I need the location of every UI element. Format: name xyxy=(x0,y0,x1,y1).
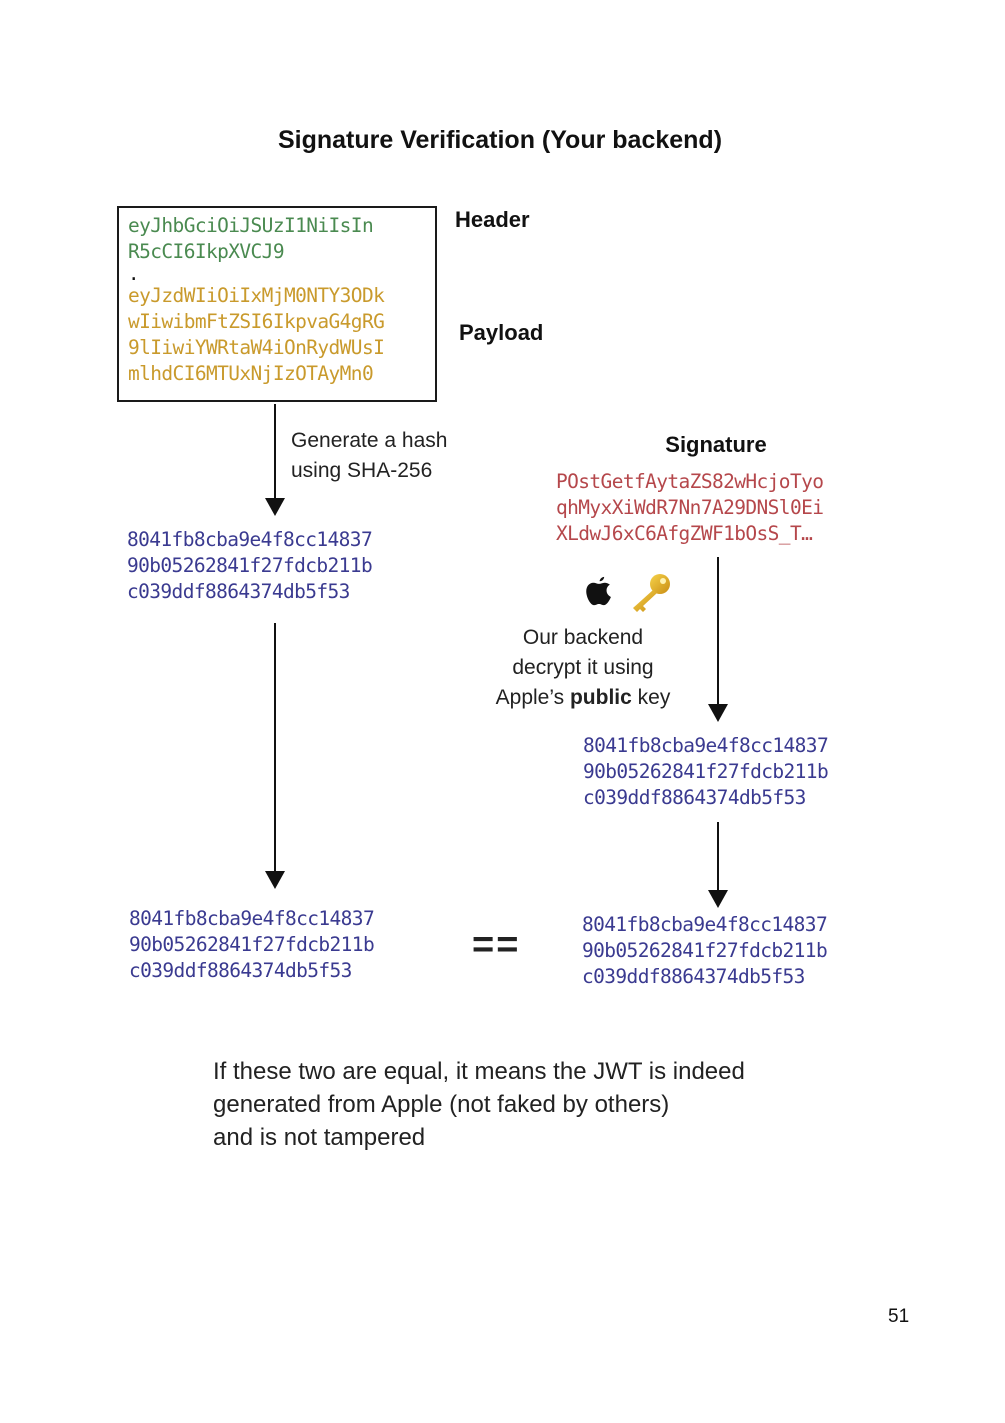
signature-label: Signature xyxy=(665,432,767,457)
conclusion-line: If these two are equal, it means the JWT… xyxy=(213,1058,745,1085)
decrypted-hash: 8041fb8cba9e4f8cc14837 90b05262841f27fdc… xyxy=(583,733,829,811)
hash-step-line: using SHA-256 xyxy=(291,459,433,482)
jwt-payload-line: mlhdCI6MTUxNjIzOTAyMn0 xyxy=(128,362,374,385)
header-label: Header xyxy=(455,207,530,232)
jwt-separator: . xyxy=(128,263,139,285)
hash-line: 90b05262841f27fdcb211b xyxy=(129,933,375,956)
hash-line: c039ddf8864374db5f53 xyxy=(127,580,350,603)
arrow-down-compare-left xyxy=(265,623,285,889)
decrypt-text: Apple’s xyxy=(495,686,570,709)
decrypt-note: Our backend decrypt it using Apple’s pub… xyxy=(468,623,698,713)
conclusion-text: If these two are equal, it means the JWT… xyxy=(213,1055,745,1154)
arrow-down-hash xyxy=(265,404,285,516)
jwt-payload-line: wIiwibmFtZSI6IkpvaG4gRG xyxy=(128,310,385,333)
hash-step-label: Generate a hash using SHA-256 xyxy=(291,426,447,486)
signature-line: XLdwJ6xC6AfgZWF1bOsS_T… xyxy=(556,522,813,545)
jwt-header-line: eyJhbGciOiJSUzI1NiIsIn xyxy=(128,214,374,237)
compare-right-hash: 8041fb8cba9e4f8cc14837 90b05262841f27fdc… xyxy=(582,912,828,990)
icon-row xyxy=(584,572,676,614)
decrypt-line: Our backend xyxy=(522,626,644,649)
hash-line: 8041fb8cba9e4f8cc14837 xyxy=(127,528,373,551)
compare-left-hash: 8041fb8cba9e4f8cc14837 90b05262841f27fdc… xyxy=(129,906,375,984)
arrow-down-decrypt xyxy=(708,557,728,722)
computed-hash: 8041fb8cba9e4f8cc14837 90b05262841f27fdc… xyxy=(127,527,373,605)
equals-operator: == xyxy=(472,924,521,966)
arrow-down-compare-right xyxy=(708,822,728,908)
decrypt-line: decrypt it using xyxy=(512,656,654,679)
jwt-payload-line: eyJzdWIiOiIxMjM0NTY3ODk xyxy=(128,284,385,307)
hash-line: 90b05262841f27fdcb211b xyxy=(127,554,373,577)
page-number: 51 xyxy=(888,1306,910,1327)
hash-line: 8041fb8cba9e4f8cc14837 xyxy=(129,907,375,930)
conclusion-line: generated from Apple (not faked by other… xyxy=(213,1091,670,1118)
key-icon xyxy=(633,574,670,612)
hash-line: c039ddf8864374db5f53 xyxy=(583,786,806,809)
hash-step-line: Generate a hash xyxy=(291,429,448,452)
hash-line: c039ddf8864374db5f53 xyxy=(582,965,805,988)
hash-line: c039ddf8864374db5f53 xyxy=(129,959,352,982)
signature-value: POstGetfAytaZS82wHcjoTyo qhMyxXiWdR7Nn7A… xyxy=(556,469,824,547)
hash-line: 8041fb8cba9e4f8cc14837 xyxy=(583,734,829,757)
decrypt-emphasis: public xyxy=(569,686,632,709)
payload-label: Payload xyxy=(459,320,544,345)
hash-line: 90b05262841f27fdcb211b xyxy=(583,760,829,783)
hash-line: 8041fb8cba9e4f8cc14837 xyxy=(582,913,828,936)
conclusion-line: and is not tampered xyxy=(213,1124,426,1151)
hash-line: 90b05262841f27fdcb211b xyxy=(582,939,828,962)
decrypt-text: key xyxy=(631,686,671,709)
signature-line: POstGetfAytaZS82wHcjoTyo xyxy=(556,470,824,493)
jwt-token-box: eyJhbGciOiJSUzI1NiIsIn R5cCI6IkpXVCJ9 . … xyxy=(117,206,437,402)
page-title: Signature Verification (Your backend) xyxy=(277,126,723,154)
apple-logo-icon xyxy=(586,576,611,606)
signature-line: qhMyxXiWdR7Nn7A29DNSl0Ei xyxy=(556,496,824,519)
jwt-header-line: R5cCI6IkpXVCJ9 xyxy=(128,240,285,263)
decrypt-line: Apple’s public key xyxy=(468,683,698,713)
jwt-payload-line: 9lIiwiYWRtaW4iOnRydWUsI xyxy=(128,336,385,359)
